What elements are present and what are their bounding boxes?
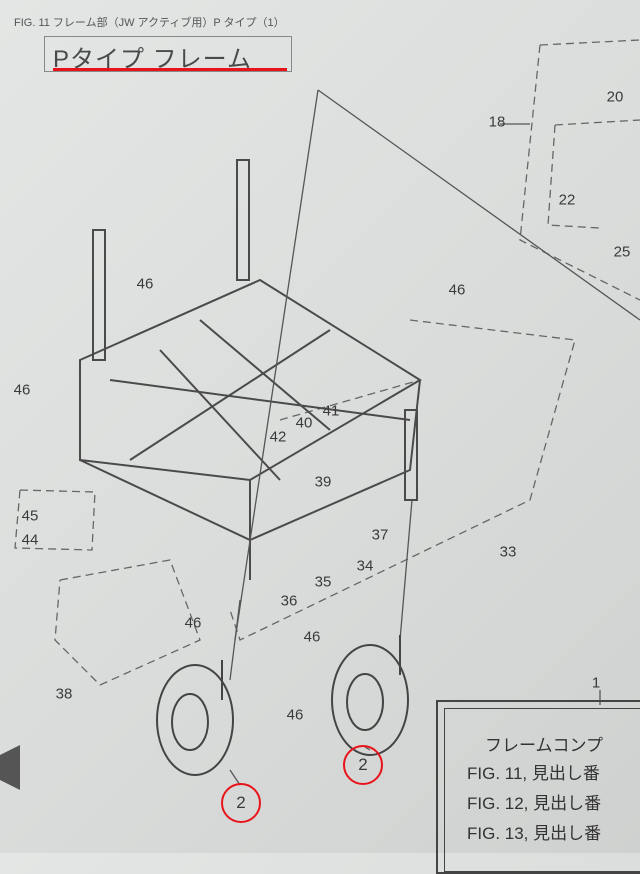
- callout-46: 46: [286, 706, 304, 724]
- callout-41: 41: [322, 402, 340, 420]
- callout-20: 20: [606, 88, 624, 106]
- callout-1: 1: [591, 674, 601, 692]
- title-box: Pタイプ フレーム: [44, 36, 292, 73]
- figure-caption: FIG. 11 フレーム部（JW アクティブ用）P タイプ（1）: [14, 17, 285, 29]
- callout-40: 40: [295, 414, 313, 432]
- callout-18: 18: [488, 113, 506, 131]
- box-line: FIG. 13, 見出し番: [467, 824, 602, 843]
- callout-37: 37: [371, 526, 389, 544]
- callout-46: 46: [448, 281, 466, 299]
- callout-46: 46: [136, 275, 154, 293]
- box-title: フレームコンプ: [485, 736, 603, 755]
- box-line: FIG. 12, 見出し番: [467, 794, 602, 813]
- callout-38: 38: [55, 685, 73, 703]
- callout-46: 46: [303, 628, 321, 646]
- callout-46: 46: [13, 381, 31, 399]
- callout-46: 46: [184, 614, 202, 632]
- callout-39: 39: [314, 473, 332, 491]
- red-underline: [53, 68, 287, 71]
- callout-22: 22: [558, 191, 576, 209]
- highlighted-callout-2: 2: [221, 783, 261, 823]
- callout-34: 34: [356, 557, 374, 575]
- callout-45: 45: [21, 507, 39, 525]
- callout-36: 36: [280, 592, 298, 610]
- callout-42: 42: [269, 428, 287, 446]
- highlighted-callout-2: 2: [343, 745, 383, 785]
- callout-44: 44: [21, 531, 39, 549]
- box-line: FIG. 11, 見出し番: [467, 764, 600, 783]
- frame-complete-box: フレームコンプ FIG. 11, 見出し番 FIG. 12, 見出し番 FIG.…: [436, 700, 640, 874]
- callout-35: 35: [314, 573, 332, 591]
- callout-25: 25: [613, 243, 631, 261]
- parts-diagram: [0, 39, 640, 790]
- callout-33: 33: [499, 543, 517, 561]
